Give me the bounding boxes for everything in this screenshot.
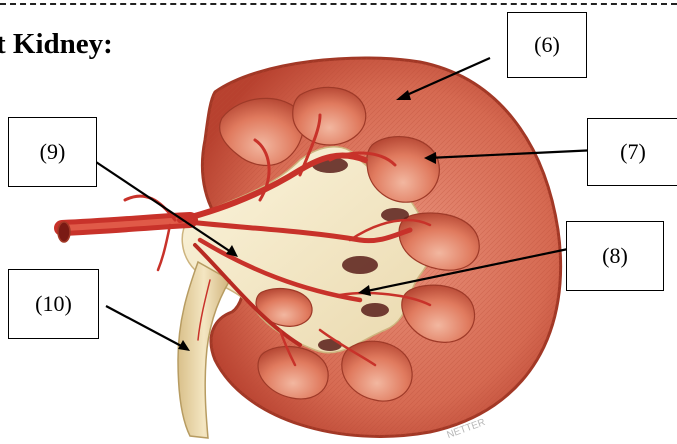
pointer-line-10 xyxy=(106,306,185,348)
artery-lumen xyxy=(58,222,70,242)
pyramid xyxy=(293,87,366,145)
label-box-6: (6) xyxy=(507,12,587,78)
label-box-8: (8) xyxy=(566,221,664,291)
label-box-7: (7) xyxy=(587,118,677,186)
label-box-10: (10) xyxy=(8,269,99,339)
label-box-9: (9) xyxy=(8,117,97,187)
